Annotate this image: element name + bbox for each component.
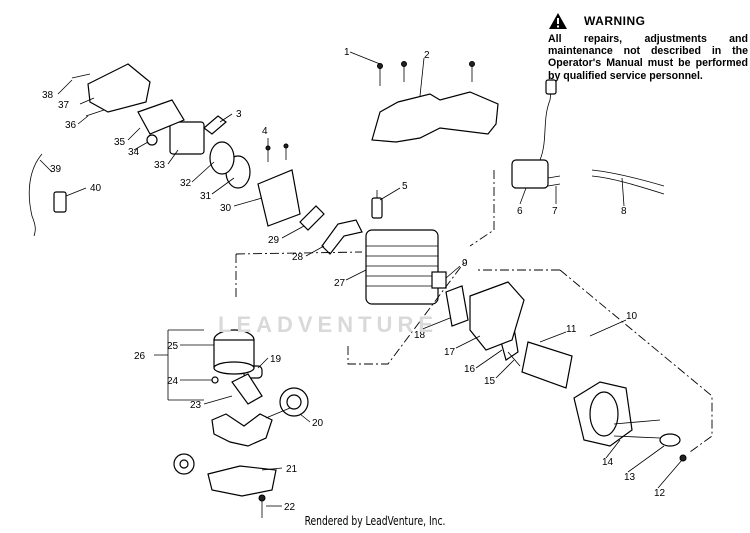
callout-12: 12 (654, 488, 666, 499)
top-cover-part (371, 91, 499, 143)
screw-parts-7 (547, 175, 561, 187)
callout-5: 5 (402, 181, 408, 192)
callout-40: 40 (90, 183, 102, 194)
callout-10: 10 (626, 311, 638, 322)
assembly-bracket-26 (154, 329, 204, 401)
callout-22: 22 (284, 502, 296, 513)
callout-37: 37 (58, 100, 70, 111)
screw-part-38 (71, 73, 91, 79)
callout-20: 20 (312, 418, 324, 429)
muffler-part (573, 381, 633, 447)
callout-8: 8 (621, 206, 627, 217)
clip-part (203, 115, 227, 135)
callout-30: 30 (220, 203, 232, 214)
callout-39: 39 (50, 164, 62, 175)
callout-11: 11 (566, 324, 577, 335)
piston-part (213, 329, 255, 375)
nut-part-12 (679, 454, 687, 462)
lever-part (321, 219, 363, 255)
assembly-outline-right (469, 170, 713, 453)
callout-3: 3 (236, 109, 242, 120)
ring-part-34 (146, 134, 158, 146)
fuel-filter-part (53, 191, 67, 213)
part-callouts: 1 2 3 4 5 6 7 8 9 10 11 12 13 14 15 16 1… (42, 47, 666, 513)
filter-cover-part (87, 63, 151, 113)
callout-32: 32 (180, 178, 192, 189)
gasket-part-11 (521, 341, 573, 389)
callout-13: 13 (624, 472, 636, 483)
left-bearing-part (173, 453, 195, 475)
callout-7: 7 (552, 206, 558, 217)
footer-credit: Rendered by LeadVenture, Inc. (304, 514, 446, 528)
callout-15: 15 (484, 376, 496, 387)
callout-17: 17 (444, 347, 456, 358)
callout-24: 24 (167, 376, 179, 387)
bolt-parts-4 (265, 143, 289, 162)
fuel-tube-part (28, 153, 43, 237)
callout-2: 2 (424, 50, 430, 61)
screw-part-15 (507, 351, 521, 367)
intake-part (257, 169, 301, 227)
callout-16: 16 (464, 364, 476, 375)
watermark-text: LEADVENTURE (218, 312, 439, 337)
crankcase-part (207, 465, 277, 497)
callout-6: 6 (517, 206, 523, 217)
carburetor-part (169, 121, 205, 155)
warning-triangle-icon (549, 13, 567, 29)
gasket-part-32 (209, 141, 235, 175)
callout-4: 4 (262, 126, 268, 137)
callout-14: 14 (602, 457, 614, 468)
leader-lines (39, 51, 683, 507)
wire-part (591, 169, 665, 195)
callout-26: 26 (134, 351, 146, 362)
assembly-outline-left (235, 251, 467, 365)
block-part-9 (431, 271, 447, 289)
callout-38: 38 (42, 90, 54, 101)
callout-23: 23 (190, 400, 202, 411)
callout-33: 33 (154, 160, 166, 171)
piston-clip-part (211, 376, 219, 384)
callout-21: 21 (286, 464, 298, 475)
warning-title: WARNING (584, 14, 646, 28)
screw-part-36 (85, 109, 105, 117)
callout-1: 1 (344, 47, 350, 58)
main-bearing-part (279, 387, 309, 417)
warning-box: WARNING All repairs, adjustments and mai… (548, 12, 748, 82)
stud-parts-14 (613, 419, 661, 439)
callout-19: 19 (270, 354, 282, 365)
gasket-part-18 (445, 285, 469, 327)
callout-18: 18 (414, 330, 426, 341)
spark-plug-part (371, 190, 383, 219)
callout-25: 25 (167, 341, 179, 352)
callout-34: 34 (128, 147, 140, 158)
crankshaft-part (211, 373, 291, 447)
callout-35: 35 (114, 137, 126, 148)
callout-36: 36 (65, 120, 77, 131)
warning-text: All repairs, adjustments and maintenance… (548, 33, 748, 82)
callout-29: 29 (268, 235, 280, 246)
ignition-module-part (511, 79, 557, 189)
callout-9: 9 (462, 258, 468, 269)
callout-28: 28 (292, 252, 304, 263)
heat-shield-part-17 (469, 281, 525, 351)
filter-part-35 (137, 99, 185, 135)
washer-part-13 (659, 433, 681, 447)
callout-27: 27 (334, 278, 346, 289)
callout-31: 31 (200, 191, 212, 202)
boot-part (299, 205, 325, 231)
screw-part-22 (258, 494, 266, 518)
cylinder-part (365, 229, 439, 305)
screw-parts-1 (377, 61, 475, 86)
